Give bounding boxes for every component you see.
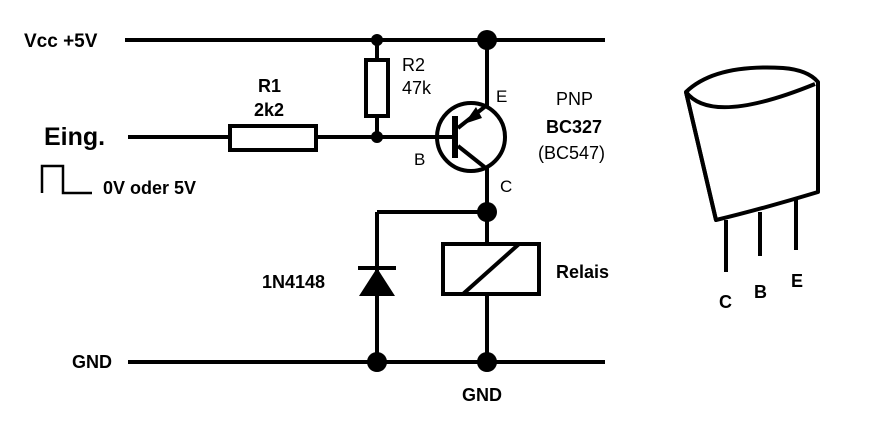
input-label: Eing. [44, 123, 105, 151]
resistor-r2 [364, 58, 390, 118]
junction-r2-top [371, 34, 383, 46]
package-c-label: C [719, 292, 732, 312]
junction-relay-gnd [477, 352, 497, 372]
transistor-alt-label: (BC547) [538, 143, 605, 163]
relay-coil-diagonal [461, 242, 521, 296]
package-top-curve [684, 82, 816, 110]
junction-emitter [477, 30, 497, 50]
transistor-collector-lead [456, 144, 489, 171]
package-e-label: E [791, 271, 803, 291]
pulse-icon [40, 164, 92, 195]
transistor-type-label: PNP [556, 89, 593, 109]
input-signal-label: 0V oder 5V [103, 178, 196, 198]
r2-name-label: R2 [402, 55, 425, 75]
transistor-body [435, 101, 507, 173]
transistor-emitter-arrow-icon [464, 107, 482, 124]
pin-e-label: E [496, 87, 507, 106]
pin-c-label: C [500, 177, 512, 196]
pin-b-label: B [414, 150, 425, 169]
r1-name-label: R1 [258, 76, 281, 96]
transistor-pnp [435, 101, 507, 173]
package-flat-edge [684, 91, 718, 221]
junction-diode-gnd [367, 352, 387, 372]
relay-label: Relais [556, 262, 609, 282]
package-b-label: B [754, 282, 767, 302]
resistor-r1 [228, 124, 318, 152]
diode-1n4148 [358, 266, 396, 296]
vcc-label: Vcc +5V [24, 31, 98, 52]
gnd-bottom-label: GND [462, 385, 502, 405]
diode-triangle-icon [359, 268, 395, 296]
r2-value-label: 47k [402, 78, 432, 98]
transistor-part-label: BC327 [546, 117, 602, 137]
r1-value-label: 2k2 [254, 100, 284, 120]
junction-r2-bottom [371, 131, 383, 143]
gnd-left-label: GND [72, 352, 112, 372]
diode-label: 1N4148 [262, 272, 325, 292]
to92-package [684, 65, 820, 272]
